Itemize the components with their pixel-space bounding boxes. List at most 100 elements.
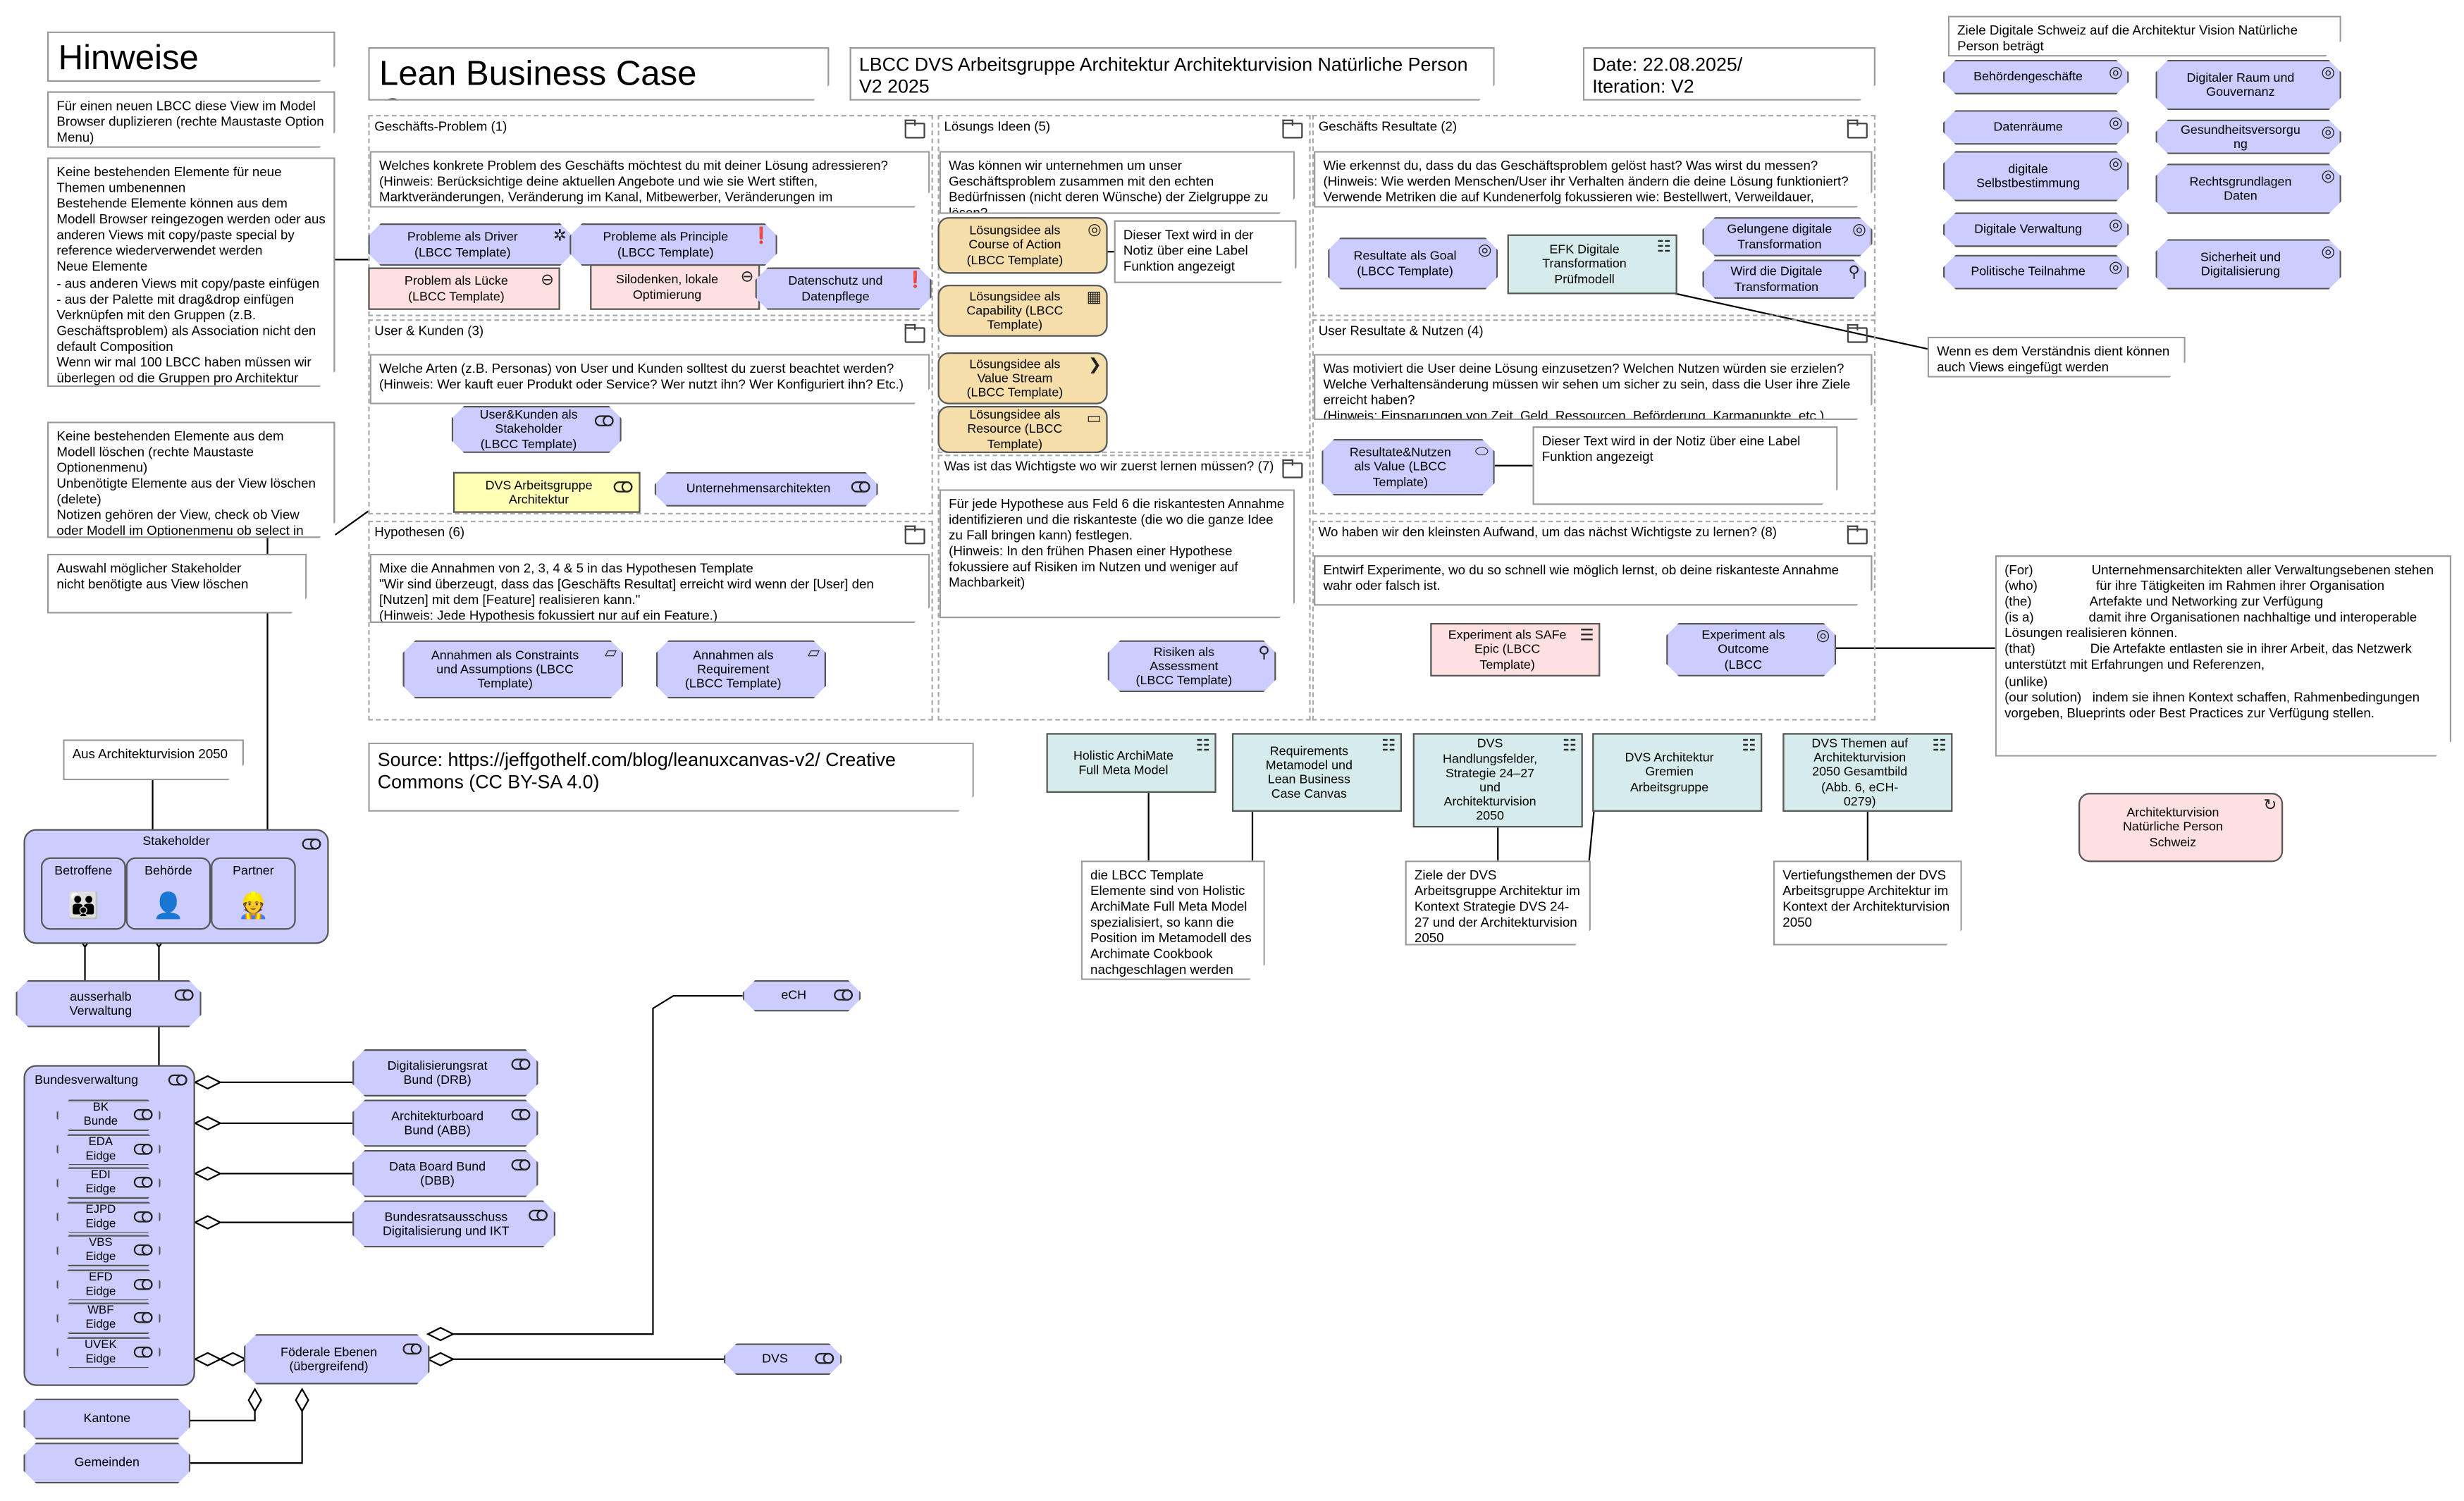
value-statement-note[interactable]: (For) Unternehmensarchitekten aller Verw…: [1995, 555, 2451, 757]
role-icon: [134, 1244, 153, 1256]
stakeholder-kantone[interactable]: Kantone: [23, 1399, 190, 1440]
group-label: Geschäfts-Problem (1): [374, 118, 507, 134]
element-holistic-archimate[interactable]: Holistic ArchiMate Full Meta Model☷: [1046, 733, 1216, 793]
stakeholder-betroffene[interactable]: Betroffene👪: [41, 857, 126, 930]
goal-digitale-verwaltung[interactable]: Digitale Verwaltung◎: [1943, 212, 2129, 247]
hint-note-stakeholder[interactable]: Auswahl möglicher Stakeholder nicht benö…: [47, 554, 307, 614]
element-dvs-arbeitsgruppe[interactable]: DVS Arbeitsgruppe Architektur: [452, 471, 641, 513]
department-item[interactable]: VBS Eidge: [56, 1235, 160, 1266]
vertiefung-note[interactable]: Vertiefungsthemen der DVS Arbeitsgruppe …: [1773, 860, 1962, 946]
department-item[interactable]: EFD Eidge: [56, 1268, 160, 1300]
element-datenschutz[interactable]: Datenschutz und Datenpflege❗: [756, 268, 932, 310]
element-unternehmensarchitekten[interactable]: Unternehmensarchitekten: [655, 472, 878, 507]
question-note-1[interactable]: Welches konkrete Problem des Geschäfts m…: [370, 151, 930, 207]
element-annahmen-requirement[interactable]: Annahmen als Requirement (LBCC Template)…: [656, 641, 826, 699]
element-gelungene-transformation[interactable]: Gelungene digitale Transformation◎: [1702, 217, 1872, 257]
element-stakeholder-template[interactable]: User&Kunden als Stakeholder (LBCC Templa…: [452, 406, 622, 453]
stakeholder-drb[interactable]: Digitalisierungsrat Bund (DRB): [352, 1049, 538, 1097]
department-item[interactable]: WBF Eidge: [56, 1302, 160, 1334]
department-item[interactable]: EDI Eidge: [56, 1167, 160, 1199]
element-annahmen-constraints[interactable]: Annahmen als Constraints und Assumptions…: [402, 641, 623, 699]
source-note[interactable]: Source: https://jeffgothelf.com/blog/lea…: [368, 743, 973, 812]
views-note[interactable]: Wenn es dem Verständnis dient können auc…: [1928, 337, 2186, 378]
question-note-8[interactable]: Entwirf Experimente, wo du so schnell wi…: [1314, 555, 1873, 605]
group-kleinster-aufwand[interactable]: Wo haben wir den kleinsten Aufwand, um d…: [1312, 520, 1876, 721]
question-note-2[interactable]: Wie erkennst du, dass du das Geschäftspr…: [1314, 151, 1873, 207]
stakeholder-dbb[interactable]: Data Board Bund (DBB): [352, 1150, 538, 1197]
ziele-note[interactable]: Ziele der DVS Arbeitsgruppe Architektur …: [1405, 860, 1591, 946]
goal-gesundheitsversorgung[interactable]: Gesundheitsversorgu ng◎: [2155, 120, 2341, 154]
hints-title[interactable]: Hinweise: [47, 32, 335, 82]
element-resource[interactable]: Lösungsidee als Resource (LBCC Template)…: [937, 405, 1108, 453]
group-geschaefts-resultate[interactable]: Geschäfts Resultate (2): [1312, 114, 1876, 316]
element-resultate-value[interactable]: Resultate&Nutzen als Value (LBCC Templat…: [1322, 439, 1495, 495]
stakeholder-ech[interactable]: eCH: [743, 980, 861, 1012]
goal-selbstbestimmung[interactable]: digitale Selbstbestimmung◎: [1943, 151, 2129, 201]
goal-rechtsgrundlagen[interactable]: Rechtsgrundlagen Daten◎: [2155, 163, 2341, 214]
element-experiment-outcome[interactable]: Experiment als Outcome (LBCC◎: [1666, 623, 1836, 677]
element-risiken-assessment[interactable]: Risiken als Assessment (LBCC Template)⚲: [1108, 641, 1276, 693]
group-wichtigste-lernen[interactable]: Was ist das Wichtigste wo wir zuerst ler…: [937, 455, 1311, 721]
holistic-note[interactable]: die LBCC Template Elemente sind von Holi…: [1081, 860, 1265, 980]
question-note-6[interactable]: Mixe die Annahmen von 2, 3, 4 & 5 in das…: [370, 554, 930, 623]
hint-note-vision[interactable]: Aus Architekturvision 2050: [63, 739, 244, 780]
element-experiment-epic[interactable]: Experiment als SAFe Epic (LBCC Template)…: [1430, 623, 1601, 677]
stakeholder-partner[interactable]: Partner👷: [211, 857, 296, 930]
element-probleme-driver[interactable]: Probleme als Driver (LBCC Template)✲: [368, 223, 572, 266]
label-note-solution[interactable]: Dieser Text wird in der Notiz über eine …: [1114, 221, 1297, 283]
element-problem-luecke[interactable]: Problem als Lücke (LBCC Template)⊖: [368, 267, 560, 310]
question-note-4[interactable]: Was motiviert die User deine Lösung einz…: [1314, 354, 1873, 420]
canvas-subtitle[interactable]: LBCC DVS Arbeitsgruppe Architektur Archi…: [849, 47, 1494, 101]
question-note-5[interactable]: Was können wir unternehmen um unser Gesc…: [940, 151, 1295, 214]
stakeholder-ausserhalb[interactable]: ausserhalb Verwaltung: [16, 980, 201, 1027]
goal-datenraeume[interactable]: Datenräume◎: [1943, 110, 2129, 144]
goal-icon: ◎: [2109, 259, 2123, 277]
element-architekturvision[interactable]: Architekturvision Natürliche Person Schw…: [2078, 793, 2284, 863]
group-user-kunden[interactable]: User & Kunden (3): [368, 319, 933, 514]
department-item[interactable]: EJPD Eidge: [56, 1201, 160, 1233]
goal-icon: ◎: [2109, 114, 2123, 132]
element-resultate-goal[interactable]: Resultate als Goal (LBCC Template)◎: [1328, 237, 1498, 290]
person-icon: 👤: [152, 894, 185, 920]
element-value-stream[interactable]: Lösungsidee als Value Stream (LBCC Templ…: [937, 352, 1108, 404]
element-wird-transformation[interactable]: Wird die Digitale Transformation⚲: [1702, 259, 1866, 299]
hint-note-delete[interactable]: Keine bestehenden Elemente aus dem Model…: [47, 421, 335, 538]
goal-sicherheit[interactable]: Sicherheit und Digitalisierung◎: [2155, 239, 2341, 289]
stakeholder-gemeinden[interactable]: Gemeinden: [23, 1443, 190, 1483]
element-capability[interactable]: Lösungsidee als Capability (LBCC Templat…: [937, 285, 1108, 337]
element-requirements-metamodel[interactable]: Requirements Metamodel und Lean Business…: [1231, 733, 1403, 812]
label-note-value[interactable]: Dieser Text wird in der Notiz über eine …: [1532, 426, 1837, 505]
department-item[interactable]: BK Bunde: [56, 1099, 160, 1131]
element-dvs-gremien[interactable]: DVS Architektur Gremien Arbeitsgruppe☷: [1592, 733, 1763, 812]
element-silodenken[interactable]: Silodenken, lokale Optimierung⊖: [590, 264, 760, 310]
question-note-7[interactable]: Für jede Hypothese aus Feld 6 die riskan…: [940, 489, 1295, 618]
canvas-title[interactable]: Lean Business Case Canvas: [368, 47, 829, 101]
folder-icon: [1847, 119, 1868, 139]
stakeholder-dvs[interactable]: DVS: [724, 1343, 842, 1375]
date-iteration[interactable]: Date: 22.08.2025/ Iteration: V2: [1583, 47, 1875, 101]
element-dvs-themen[interactable]: DVS Themen auf Architekturvision 2050 Ge…: [1782, 733, 1953, 812]
group-hypothesen[interactable]: Hypothesen (6): [368, 520, 933, 721]
goal-politische-teilnahme[interactable]: Politische Teilnahme◎: [1943, 255, 2129, 290]
folder-icon: [1282, 119, 1303, 139]
goals-header[interactable]: Ziele Digitale Schweiz auf die Architekt…: [1948, 16, 2341, 56]
goal-digitaler-raum[interactable]: Digitaler Raum und Gouvernanz◎: [2155, 60, 2341, 110]
stakeholder-abb[interactable]: Architekturboard Bund (ABB): [352, 1099, 538, 1147]
element-dvs-handlungsfelder[interactable]: DVS Handlungsfelder, Strategie 24–27 und…: [1412, 733, 1583, 828]
goal-behoerdengeschaefte[interactable]: Behördengeschäfte◎: [1943, 60, 2129, 94]
stakeholder-bundesrat[interactable]: Bundesratsausschuss Digitalisierung und …: [352, 1200, 555, 1247]
group-user-resultate[interactable]: User Resultate & Nutzen (4): [1312, 319, 1876, 514]
stakeholder-behoerde[interactable]: Behörde👤: [125, 857, 211, 930]
hint-note-duplicate[interactable]: Für einen neuen LBCC diese View im Model…: [47, 91, 335, 147]
element-efk-pruefmodell[interactable]: EFK Digitale Transformation Prüfmodell☷: [1507, 234, 1677, 295]
department-item[interactable]: UVEK Eidge: [56, 1336, 160, 1368]
department-item[interactable]: EDA Eidge: [56, 1133, 160, 1165]
group-geschaefts-problem[interactable]: Geschäfts-Problem (1): [368, 114, 933, 316]
stakeholder-foederale[interactable]: Föderale Ebenen (übergreifend): [244, 1334, 429, 1384]
element-probleme-principle[interactable]: Probleme als Principle (LBCC Template)❗: [569, 223, 777, 266]
group-loesungs-ideen[interactable]: Lösungs Ideen (5): [937, 114, 1311, 453]
element-course-of-action[interactable]: Lösungsidee als Course of Action (LBCC T…: [937, 217, 1108, 274]
hint-note-elements[interactable]: Keine bestehenden Elemente für neue Them…: [47, 157, 335, 387]
question-note-3[interactable]: Welche Arten (z.B. Personas) von User un…: [370, 354, 930, 404]
epic-icon: ☰: [1579, 627, 1594, 646]
